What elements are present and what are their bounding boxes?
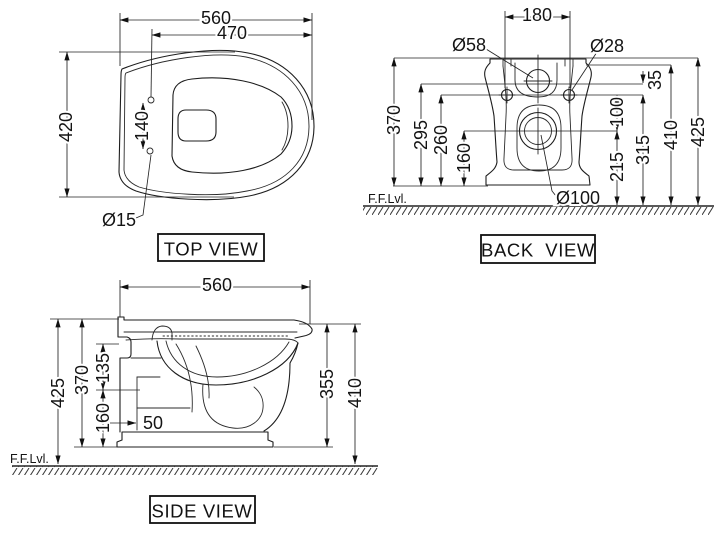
top-view-label: TOP VIEW [157, 233, 265, 262]
seat-outer-offset-line [123, 54, 310, 196]
side-view-dimensions: 560 425 370 135 160 50 355 410 [46, 273, 367, 465]
base-plinth [116, 431, 274, 448]
side-view-label: SIDE VIEW [149, 495, 256, 524]
top-view-body [118, 49, 315, 201]
pedestal-inner-curve [202, 383, 264, 429]
dim-back-160: 160 [454, 143, 474, 173]
left-face-and-bracket [117, 316, 132, 433]
side-floor-hatch [12, 466, 378, 475]
dim-back-260: 260 [431, 125, 451, 155]
dim-outlet-diameter: Ø100 [556, 188, 600, 208]
side-floor-level-label: F.F.Lvl. [10, 452, 49, 466]
top-view-dimensions: 560 470 420 140 Ø15 [54, 6, 313, 232]
dim-inlet-diameter: Ø58 [452, 35, 486, 55]
dim-side-50: 50 [143, 413, 163, 433]
dim-hinge-hole-diameter: Ø15 [102, 210, 136, 230]
dim-side-355: 355 [317, 369, 337, 399]
back-view-floor: F.F.Lvl. [363, 192, 714, 215]
back-view-label-box [480, 234, 596, 264]
trap-curve-1 [175, 343, 193, 413]
top-view-label-box [157, 233, 265, 262]
side-view: F.F.Lvl. 560 425 370 135 160 50 355 410 … [10, 273, 378, 524]
hinge-hole-bottom [146, 147, 154, 155]
back-floor-level-label: F.F.Lvl. [368, 192, 407, 206]
back-view-title: BACK VIEW [481, 240, 595, 261]
bowl-outer-curve [156, 340, 299, 386]
back-inner-panel [502, 65, 574, 171]
bowl-opening-outline [171, 77, 293, 174]
side-view-floor: F.F.Lvl. [10, 452, 378, 475]
dim-side-370: 370 [72, 365, 92, 395]
trap-curve-2 [195, 345, 210, 399]
top-view: 560 470 420 140 Ø15 TOP VIEW [54, 6, 315, 262]
dim-top-seat-width: 470 [217, 23, 247, 43]
side-view-title: SIDE VIEW [152, 501, 253, 522]
seat-lid-profile [117, 316, 313, 339]
back-outer-outline [484, 58, 592, 186]
top-view-title: TOP VIEW [164, 239, 259, 260]
dim-top-overall-depth: 420 [56, 112, 76, 142]
dim-back-370: 370 [384, 105, 404, 135]
dim-side-410: 410 [345, 378, 365, 408]
dim-back-100: 100 [607, 97, 627, 127]
dim-back-315: 315 [633, 135, 653, 165]
trap-top-outline [177, 109, 217, 142]
dim-fixing-hole-spacing: 180 [522, 5, 552, 25]
dim-back-410: 410 [661, 120, 681, 150]
dim-side-overall-length: 560 [202, 275, 232, 295]
back-view-extension-lines [393, 11, 698, 187]
dim-back-35: 35 [645, 70, 665, 90]
top-view-extension-lines [59, 13, 313, 198]
dim-hinge-hole-spacing: 140 [132, 111, 152, 141]
hinge-cap [151, 325, 173, 341]
dim-back-295: 295 [411, 120, 431, 150]
bowl-inner-wall-line [281, 101, 289, 151]
seat-ring-underside [125, 338, 299, 344]
hinge-hole-top [147, 96, 155, 104]
dim-side-425: 425 [48, 378, 68, 408]
bowl-inner-curve [165, 340, 290, 378]
pedestal-front-curve [263, 342, 299, 432]
back-view: F.F.Lvl. 180 370 295 260 160 35 100 215 … [363, 3, 714, 264]
side-view-label-box [149, 495, 256, 524]
dim-back-215: 215 [607, 152, 627, 182]
dim-side-135: 135 [93, 353, 113, 383]
side-view-body [116, 316, 313, 448]
back-view-dimensions: 180 370 295 260 160 35 100 215 315 410 4… [382, 3, 710, 210]
outlet-recess [516, 104, 562, 172]
dim-back-425: 425 [688, 117, 708, 147]
back-floor-hatch [363, 206, 714, 215]
dim-fixing-hole-diameter: Ø28 [590, 36, 624, 56]
back-view-label: BACK VIEW [480, 234, 596, 264]
seat-outer-outline [118, 49, 315, 201]
back-view-body [484, 54, 592, 186]
dim-side-160: 160 [93, 403, 113, 433]
dim-top-overall-width: 560 [201, 8, 231, 28]
